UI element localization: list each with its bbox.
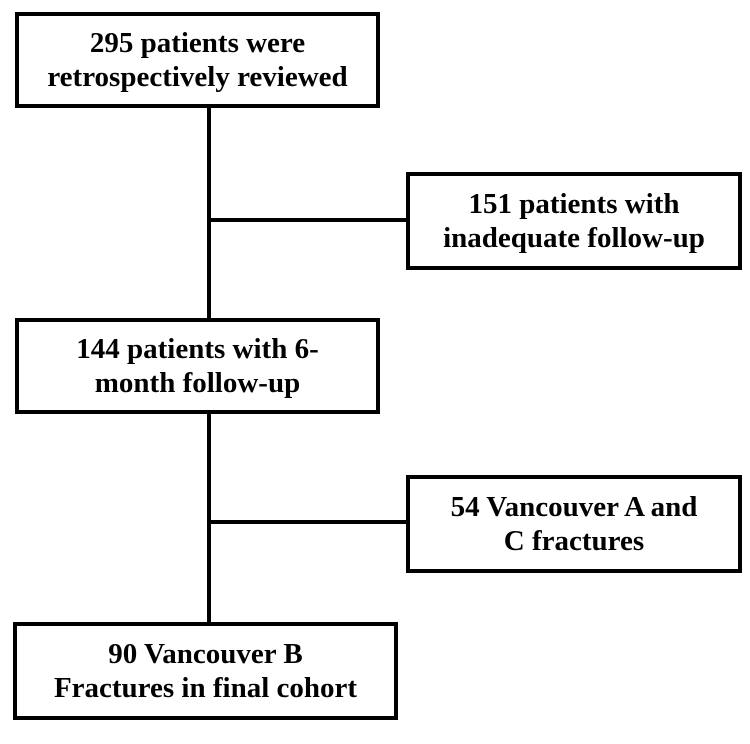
box-reviewed-line1: 295 patients were: [89, 27, 306, 59]
box-vancouver-a-c: 54 Vancouver A and C fractures: [406, 475, 742, 573]
box-final-cohort-line1: 90 Vancouver B: [108, 638, 303, 670]
connector-main-bottom: [207, 412, 211, 624]
box-inadequate-followup-line1: 151 patients with: [468, 188, 680, 220]
box-vancouver-a-c-line2: C fractures: [503, 525, 645, 557]
box-six-month-followup-line2: month follow-up: [94, 367, 301, 399]
connector-branch-vancouver-ac: [207, 520, 408, 524]
box-final-cohort: 90 Vancouver B Fractures in final cohort: [13, 622, 398, 720]
connector-main-top: [207, 106, 211, 320]
box-final-cohort-line2: Fractures in final cohort: [53, 672, 358, 704]
box-six-month-followup-line1: 144 patients with 6-: [76, 333, 319, 365]
box-vancouver-a-c-line1: 54 Vancouver A and: [450, 491, 698, 523]
box-six-month-followup: 144 patients with 6- month follow-up: [15, 318, 380, 414]
box-reviewed: 295 patients were retrospectively review…: [15, 12, 380, 108]
box-reviewed-line2: retrospectively reviewed: [47, 61, 348, 93]
connector-branch-inadequate: [207, 218, 408, 222]
box-inadequate-followup-line2: inadequate follow-up: [443, 222, 705, 254]
box-inadequate-followup: 151 patients with inadequate follow-up: [406, 172, 742, 270]
